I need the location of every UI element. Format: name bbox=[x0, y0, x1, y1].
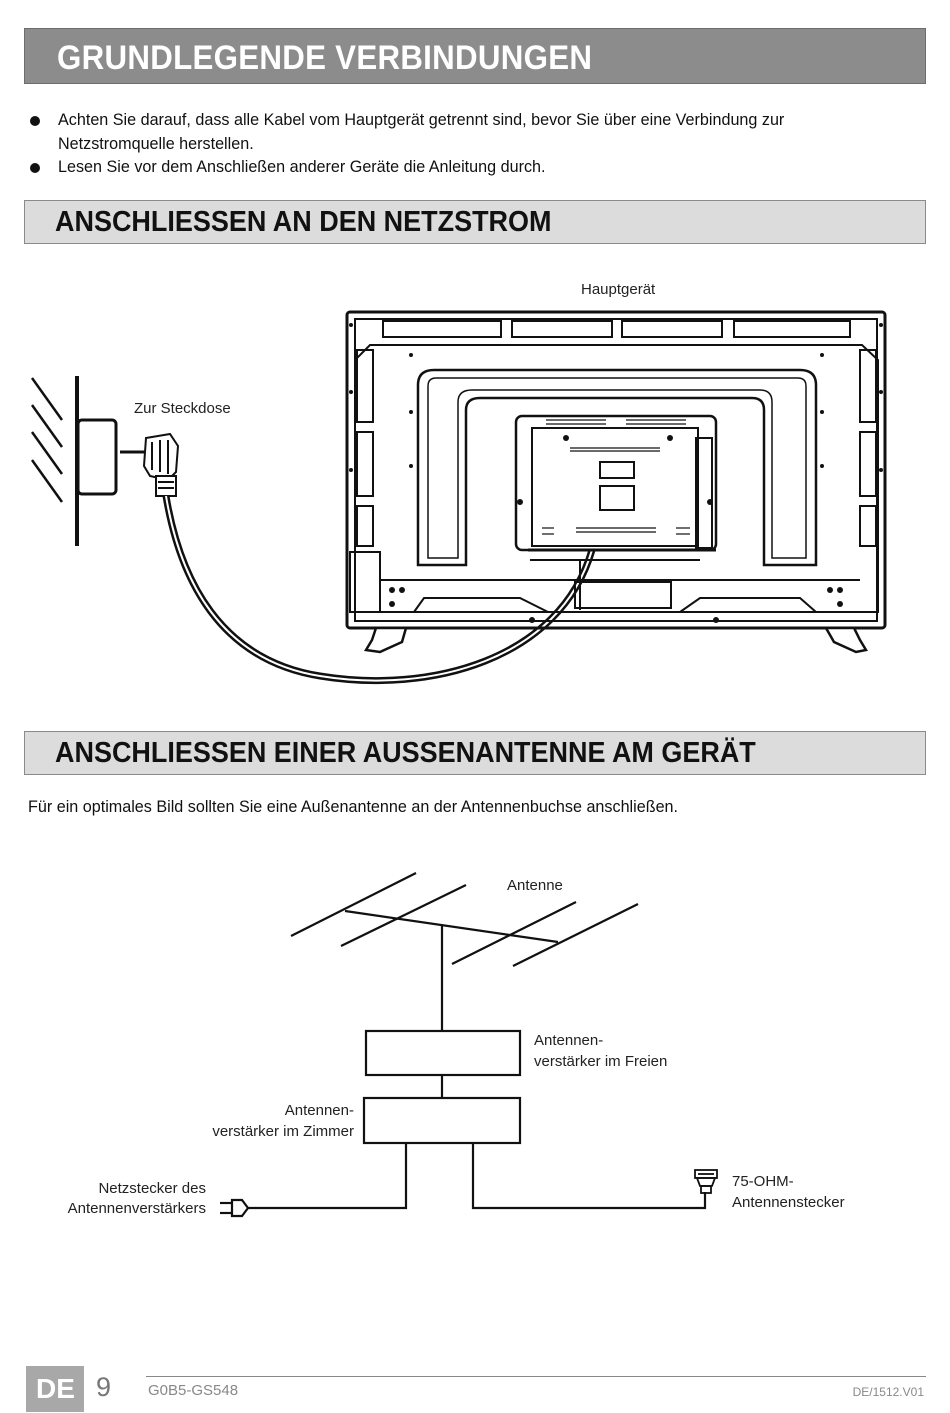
label-connector-1: 75-OHM- bbox=[732, 1173, 794, 1190]
footer-doc-code: DE/1512.V01 bbox=[852, 1385, 924, 1399]
label-socket: Zur Steckdose bbox=[134, 400, 231, 417]
label-outdoor-amp-2: verstärker im Freien bbox=[534, 1053, 668, 1070]
label-indoor-amp-1: Antennen- bbox=[284, 1102, 354, 1119]
label-antenna: Antenne bbox=[507, 877, 563, 894]
label-indoor-amp-2: verstärker im Zimmer bbox=[212, 1123, 354, 1140]
footer-language-badge: DE bbox=[26, 1366, 84, 1412]
outdoor-amplifier-box bbox=[364, 1029, 522, 1077]
page-title-banner: GRUNDLEGENDE VERBINDUNGEN bbox=[24, 28, 926, 84]
label-plug-2: Antennenverstärkers bbox=[67, 1200, 206, 1217]
label-main-unit: Hauptgerät bbox=[581, 281, 656, 298]
label-connector-2: Antennenstecker bbox=[732, 1194, 845, 1211]
bullet-item-1: Achten Sie darauf, dass alle Kabel vom H… bbox=[30, 108, 910, 156]
tv-screws bbox=[349, 323, 883, 623]
label-plug-1: Netzstecker des bbox=[98, 1180, 206, 1197]
bullet-text-2: Lesen Sie vor dem Anschließen anderer Ge… bbox=[58, 157, 546, 176]
footer-language: DE bbox=[36, 1373, 75, 1404]
footer-model: G0B5-GS548 bbox=[148, 1382, 239, 1399]
amplifier-plug-icon bbox=[220, 1198, 250, 1218]
footer-divider bbox=[146, 1376, 926, 1377]
bullet-dot-icon bbox=[30, 116, 40, 126]
wall-icon bbox=[30, 376, 79, 546]
antenna-intro-text: Für ein optimales Bild sollten Sie eine … bbox=[28, 797, 679, 816]
page-title: GRUNDLEGENDE VERBINDUNGEN bbox=[57, 39, 593, 77]
label-outdoor-amp-1: Antennen- bbox=[534, 1032, 604, 1049]
indoor-amplifier-box bbox=[362, 1096, 522, 1145]
bullet-item-2: Lesen Sie vor dem Anschließen anderer Ge… bbox=[30, 155, 910, 179]
wall-socket-icon bbox=[76, 418, 118, 496]
tv-back-icon bbox=[345, 310, 887, 654]
antenna-icon bbox=[290, 872, 639, 1031]
section-heading-power-text: ANSCHLIESSEN AN DEN NETZSTROM bbox=[55, 206, 552, 238]
power-connection-diagram bbox=[30, 310, 887, 685]
antenna-connection-diagram bbox=[220, 872, 718, 1218]
section-heading-power: ANSCHLIESSEN AN DEN NETZSTROM bbox=[24, 200, 926, 244]
section-heading-antenna-text: ANSCHLIESSEN EINER AUSSENANTENNE AM GERÄ… bbox=[55, 737, 756, 769]
power-plug-icon bbox=[120, 432, 180, 497]
bullet-text-1: Achten Sie darauf, dass alle Kabel vom H… bbox=[58, 110, 785, 153]
footer-page-number: 9 bbox=[96, 1372, 112, 1402]
bullet-dot-icon bbox=[30, 163, 40, 173]
section-heading-antenna: ANSCHLIESSEN EINER AUSSENANTENNE AM GERÄ… bbox=[24, 731, 926, 775]
coax-connector-icon bbox=[694, 1169, 718, 1194]
